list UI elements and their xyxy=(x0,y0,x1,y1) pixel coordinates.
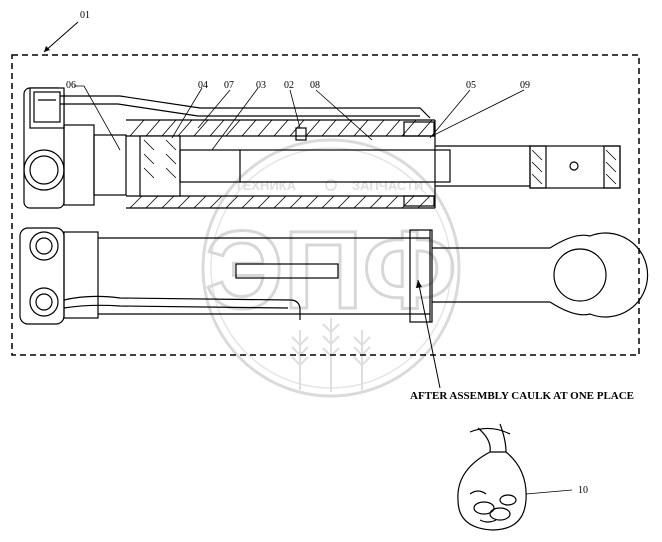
watermark-tagline-left: ТЕХНИКА xyxy=(235,178,297,193)
callout-06: 06 xyxy=(66,80,76,91)
watermark-tagline-right: ЗАПЧАСТИ xyxy=(352,178,423,193)
caulk-note: AFTER ASSEMBLY CAULK AT ONE PLACE xyxy=(410,390,634,402)
hardware-bag-icon xyxy=(457,423,527,531)
callout-02: 02 xyxy=(284,80,294,91)
callout-10: 10 xyxy=(578,485,588,496)
callout-08: 08 xyxy=(310,80,320,91)
watermark-logo-text: ЭПФ xyxy=(205,209,456,332)
callout-01: 01 xyxy=(80,10,90,21)
cylinder-exterior-view xyxy=(19,227,649,325)
callout-07: 07 xyxy=(224,80,234,91)
callout-leaders xyxy=(74,85,525,151)
callout-03: 03 xyxy=(256,80,266,91)
watermark-logo: ЭПФ ТЕХНИКА ЗАПЧАСТИ xyxy=(201,138,461,398)
cylinder-section-view xyxy=(23,87,621,209)
assembly-boundary xyxy=(11,54,640,356)
callout-05: 05 xyxy=(466,80,476,91)
callout-09: 09 xyxy=(520,80,530,91)
callout-04: 04 xyxy=(198,80,208,91)
